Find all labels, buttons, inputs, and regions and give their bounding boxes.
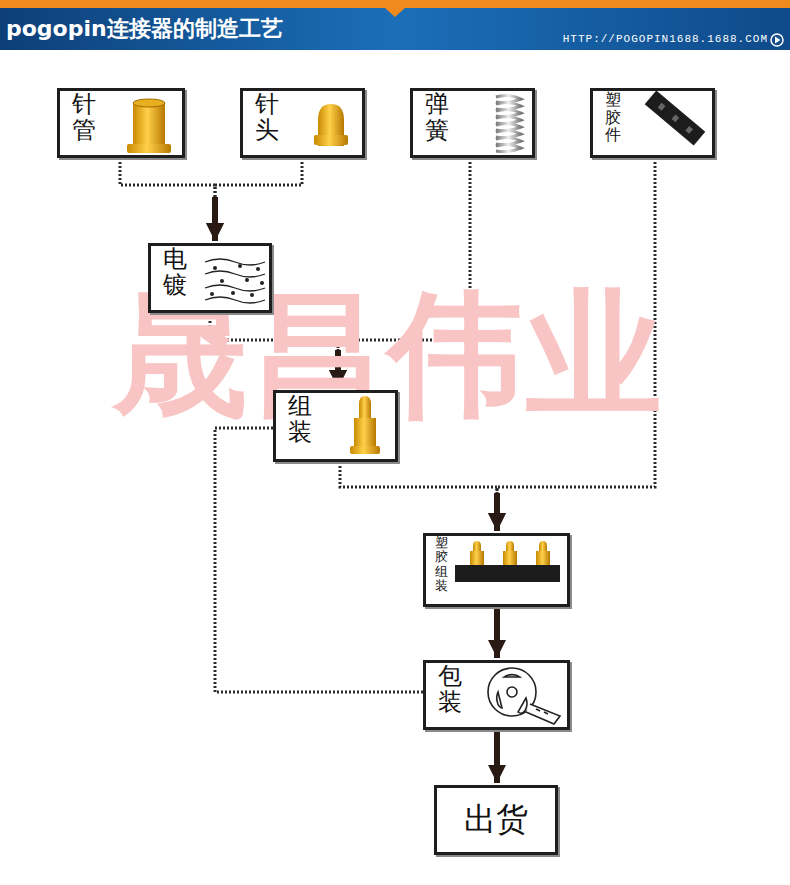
flow-connector	[120, 158, 215, 241]
node-text: 组装	[288, 393, 312, 446]
flow-connector	[497, 730, 498, 783]
process-box: 弹簧	[410, 88, 535, 158]
process-box: 包装	[423, 660, 570, 730]
node-text: 针管	[72, 91, 96, 144]
process-box: 针管	[57, 88, 185, 158]
flow-connector	[497, 607, 498, 658]
process-box: 针头	[240, 88, 365, 158]
node-text: 塑胶组装	[435, 536, 448, 593]
node-text: 塑胶件	[605, 91, 621, 144]
flow-connector	[340, 462, 497, 531]
process-box: 塑胶件	[590, 88, 715, 158]
process-box: 电镀	[148, 243, 272, 313]
process-box: 塑胶组装	[423, 533, 570, 607]
node-text: 针头	[255, 91, 279, 144]
node-text: 包装	[438, 663, 462, 716]
process-box: 出货	[434, 785, 558, 855]
page-title: pogopin连接器的制造工艺	[6, 14, 283, 44]
node-text: 电镀	[163, 246, 187, 299]
flow-connector	[215, 428, 423, 692]
node-text: 弹簧	[425, 91, 449, 144]
flow-connector	[215, 158, 302, 241]
process-box: 组装	[273, 390, 398, 462]
website-url: HTTP://POGOPIN1688.1688.COM	[563, 33, 768, 45]
node-text: 出货	[464, 798, 528, 842]
